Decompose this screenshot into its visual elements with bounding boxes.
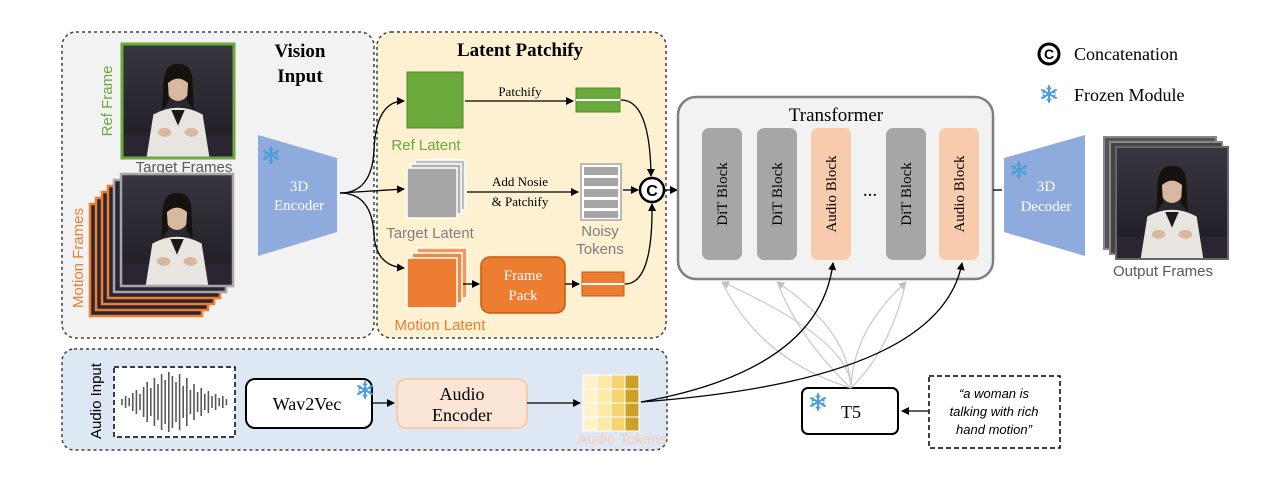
audio-encoder-line1: Audio bbox=[440, 384, 485, 404]
dit-block-1-label: DiT Block bbox=[715, 162, 731, 226]
dit-block-3-label: DiT Block bbox=[899, 162, 915, 226]
target-latent-block bbox=[406, 159, 466, 219]
audio-input-panel: Audio Input Wav2Vec Audio Encoder Audio … bbox=[61, 348, 668, 451]
vision-input-title-line2: Input bbox=[277, 66, 323, 87]
dit-block-1: DiT Block bbox=[702, 128, 742, 260]
t5-to-dit-arrows bbox=[721, 281, 907, 389]
latent-patchify-title: Latent Patchify bbox=[457, 40, 584, 61]
transformer-ellipsis: ... bbox=[863, 180, 877, 201]
latent-patchify-panel: Latent Patchify Ref Latent Target Latent… bbox=[376, 31, 667, 339]
ref-frame-label: Ref Frame bbox=[99, 66, 116, 137]
frame-pack-line2: Pack bbox=[508, 288, 538, 304]
ref-to-concat-arrow bbox=[620, 99, 655, 177]
dit-block-2: DiT Block bbox=[757, 128, 797, 260]
add-noise-label-line2: & Patchify bbox=[492, 194, 549, 209]
legend-frozen-label: Frozen Module bbox=[1074, 85, 1184, 105]
motion-latent-block bbox=[406, 247, 468, 309]
audio-encoder-line2: Encoder bbox=[432, 405, 492, 425]
decoder-3d: 3D Decoder bbox=[1004, 135, 1085, 256]
encoder-line2: Encoder bbox=[274, 198, 324, 214]
legend-concat-icon: C bbox=[1037, 42, 1061, 66]
frame-pack-box bbox=[480, 256, 566, 314]
target-latent-label: Target Latent bbox=[386, 225, 474, 242]
t5-label: T5 bbox=[841, 402, 861, 422]
noisy-tokens-label-line2: Tokens bbox=[576, 241, 624, 258]
audio-waveform-icon bbox=[121, 372, 228, 432]
patchify-label: Patchify bbox=[498, 84, 542, 99]
legend: C Concatenation Frozen Module bbox=[1037, 42, 1184, 105]
legend-concat-symbol: C bbox=[1044, 46, 1054, 62]
prompt-line2: talking with rich bbox=[950, 404, 1039, 419]
audio-block-1: Audio Block bbox=[811, 128, 851, 260]
encoder-output-arrows bbox=[339, 97, 405, 272]
add-noise-label-line1: Add Nosie bbox=[492, 174, 548, 189]
audio-input-title: Audio Input bbox=[88, 362, 105, 439]
t5-module: T5 bbox=[801, 387, 899, 435]
dit-block-2-label: DiT Block bbox=[770, 162, 786, 226]
vision-input-title-line1: Vision bbox=[274, 41, 325, 62]
ref-frame-image bbox=[120, 42, 236, 160]
legend-snowflake-icon bbox=[1041, 85, 1057, 103]
target-frames-label: Target Frames bbox=[136, 159, 233, 176]
concat-symbol: C bbox=[646, 183, 658, 200]
motion-latent-label: Motion Latent bbox=[395, 317, 487, 334]
ref-latent-label: Ref Latent bbox=[391, 137, 461, 154]
audio-to-audio-block-arrows bbox=[640, 262, 965, 403]
frame-pack-line1: Frame bbox=[504, 268, 543, 284]
transformer-title: Transformer bbox=[789, 105, 884, 126]
concatenation-node: C bbox=[638, 176, 666, 204]
legend-concat-label: Concatenation bbox=[1074, 44, 1178, 64]
vision-input-panel: Vision Input Ref Frame Target Frames Mot… bbox=[61, 31, 375, 339]
audio-tokens-label: Audio Tokens bbox=[577, 431, 667, 448]
text-prompt-box: “a woman is talking with rich hand motio… bbox=[928, 375, 1061, 449]
encoder-3d: 3D Encoder bbox=[258, 135, 337, 256]
noisy-tokens-label-line1: Noisy bbox=[581, 223, 619, 240]
prompt-line1: “a woman is bbox=[959, 386, 1030, 401]
output-frames-label: Output Frames bbox=[1113, 263, 1213, 280]
transformer: Transformer DiT Block DiT Block Audio Bl… bbox=[676, 95, 995, 281]
wav2vec-label: Wav2Vec bbox=[273, 394, 342, 414]
ref-tokens bbox=[575, 87, 621, 113]
output-frames bbox=[1103, 136, 1229, 260]
motion-to-concat-arrow bbox=[624, 203, 657, 285]
decoder-line2: Decoder bbox=[1021, 199, 1072, 215]
decoder-line1: 3D bbox=[1037, 179, 1056, 195]
audio-tokens-grid bbox=[582, 374, 640, 432]
audio-block-2-label: Audio Block bbox=[952, 155, 968, 233]
audio-block-2: Audio Block bbox=[939, 128, 979, 260]
noisy-tokens bbox=[580, 163, 622, 221]
prompt-line3: hand motion” bbox=[956, 422, 1033, 437]
encoder-line1: 3D bbox=[290, 179, 309, 195]
motion-frames-label: Motion Frames bbox=[70, 208, 87, 308]
ref-latent-block bbox=[406, 71, 464, 129]
audio-block-1-label: Audio Block bbox=[824, 155, 840, 233]
dit-block-3: DiT Block bbox=[886, 128, 926, 260]
motion-tokens bbox=[581, 271, 625, 297]
motion-frames-stack bbox=[88, 172, 235, 318]
